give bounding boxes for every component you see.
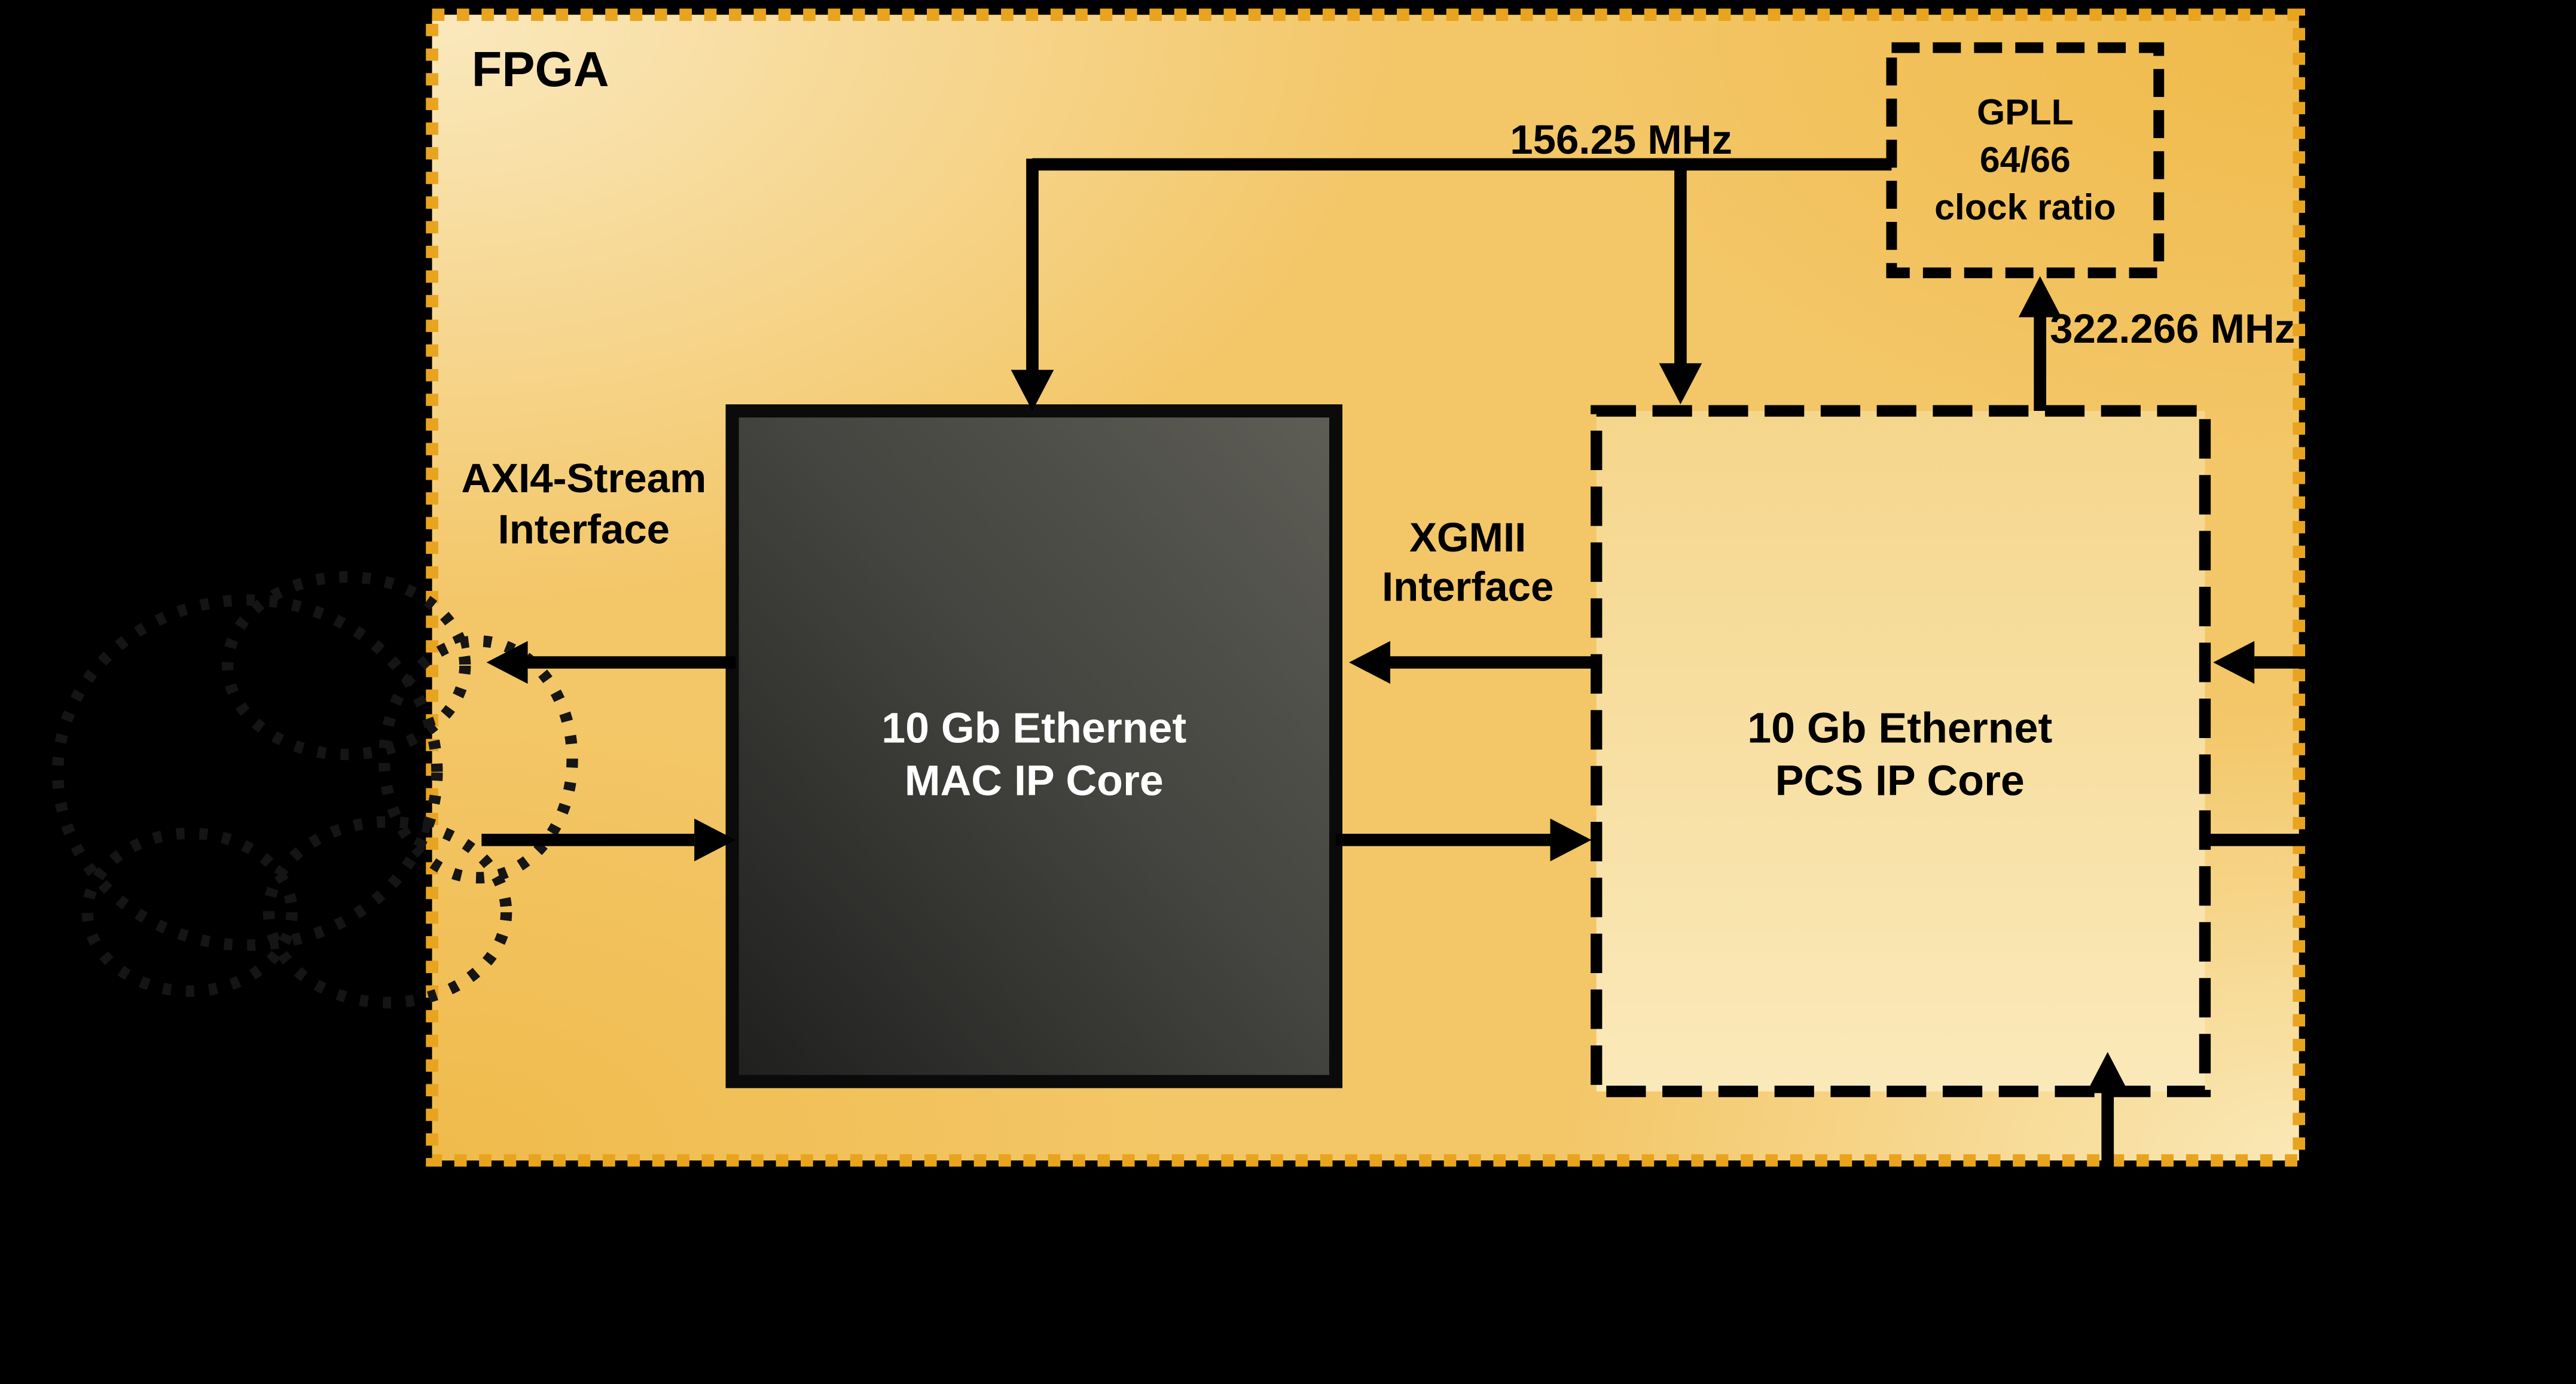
clock-322-line: [2018, 276, 2062, 411]
arrowhead-right-into-mac: [694, 818, 736, 862]
pcs-block-label: 10 Gb Ethernet PCS IP Core: [1747, 705, 2052, 805]
mac-block-label: 10 Gb Ethernet MAC IP Core: [881, 705, 1186, 805]
clock-156-label: 156.25 MHz: [1510, 117, 1732, 163]
xgmii-arrow: [1349, 641, 1597, 684]
pcs-label-line1: 10 Gb Ethernet: [1747, 705, 2052, 752]
arrowhead-right-into-pcs: [1550, 818, 1592, 862]
axi4-label-line2: Interface: [498, 506, 670, 552]
serial-in-arrow: [2213, 641, 2306, 684]
arrowhead-up-into-pcs-bottom: [2086, 1051, 2129, 1093]
cloud-to-mac-arrow: [481, 818, 736, 862]
cloud-ellipse-top: [221, 571, 471, 761]
cloud-ellipse-bottom-left: [81, 827, 298, 997]
arrowhead-left-into-mac: [1349, 641, 1390, 684]
gpll-label-line2: 64/66: [1980, 139, 2071, 180]
xgmii-label-line1: XGMII: [1409, 514, 1526, 560]
mac-label-line1: 10 Gb Ethernet: [881, 705, 1186, 752]
arrowhead-up-into-gpll: [2018, 276, 2062, 318]
xgmii-label-line2: Interface: [1382, 564, 1553, 610]
arrowhead-down-into-mac: [1011, 370, 1054, 411]
bottom-clock-arrow: [2086, 1051, 2129, 1170]
arrowhead-down-into-pcs: [1659, 363, 1702, 405]
clock-322-label: 322.266 MHz: [2050, 306, 2295, 352]
gpll-block-label: GPLL 64/66 clock ratio: [1934, 92, 2116, 227]
fpga-title: FPGA: [472, 41, 609, 97]
axi4-interface-label: AXI4-Stream Interface: [461, 455, 706, 552]
arrowhead-left-into-pcs: [2213, 641, 2255, 684]
pcs-ip-core-block: [1591, 405, 2211, 1098]
pcs-label-line2: PCS IP Core: [1775, 757, 2025, 804]
arrowhead-left-into-cloud: [486, 641, 528, 684]
gpll-label-line1: GPLL: [1977, 92, 2074, 132]
xgmii-interface-label: XGMII Interface: [1382, 514, 1553, 609]
mac-to-cloud-arrow: [486, 641, 736, 684]
cloud-ellipse-main: [51, 594, 443, 951]
cloud-ellipse-bottom-right: [263, 816, 512, 1009]
connections: [481, 158, 2306, 1170]
mac-ip-core-block: [725, 404, 1343, 1089]
mac-label-line2: MAC IP Core: [905, 757, 1164, 804]
axi4-label-line1: AXI4-Stream: [461, 455, 706, 501]
cloud-ellipse-right: [378, 635, 578, 884]
gpll-label-line3: clock ratio: [1934, 187, 2116, 227]
network-cloud-icon: [51, 571, 578, 1009]
mac-to-pcs-arrow: [1335, 818, 1592, 862]
clock-156-line: [1011, 158, 1892, 411]
